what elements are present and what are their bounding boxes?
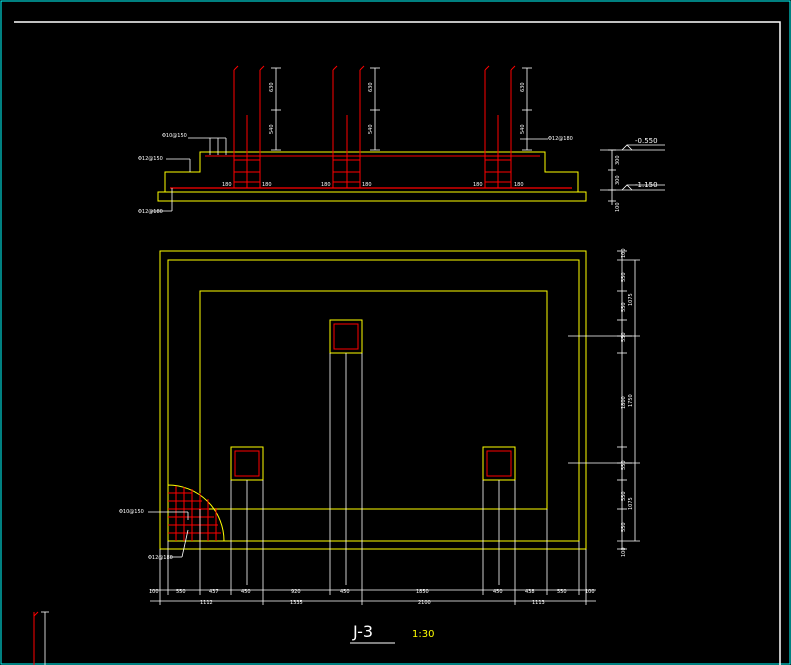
plan-bottom-dim-8: 450 <box>493 589 503 595</box>
plan-right-dim-4: 550 <box>621 332 627 342</box>
sheet-border-inner <box>14 21 781 665</box>
plan-bottom-total-4: 1113 <box>532 600 545 606</box>
left-leaders <box>150 137 227 212</box>
plan-view: Φ10@150 Φ12@180 100 550 550 550 1800 550… <box>119 248 640 606</box>
plan-right-dim-3: 550 <box>621 302 627 312</box>
right-dim-2: 300 <box>615 175 621 185</box>
plan-right-dim-7: 550 <box>621 491 627 501</box>
column-rebar-group-1 <box>233 65 265 188</box>
section-view: 630 540 630 540 630 540 180 180 180 180 … <box>138 65 665 215</box>
plan-right-total-1: 1075 <box>628 293 634 306</box>
corner-label-phi10: Φ10@150 <box>119 509 144 515</box>
column-plan-3-rebar <box>486 450 512 477</box>
plan-right-dim-2: 550 <box>621 272 627 282</box>
plan-bottom-dim-1: 100 <box>149 589 159 595</box>
plan-right-dim-5: 1800 <box>621 396 627 409</box>
plan-cover-outline <box>167 259 580 542</box>
column-plan-3 <box>482 446 516 481</box>
column-plan-1-rebar <box>333 323 359 350</box>
level-markers <box>600 144 665 205</box>
column-rebar-group-2 <box>332 65 365 188</box>
plan-bottom-dim-5: 920 <box>291 589 301 595</box>
right-dim-1: 300 <box>615 155 621 165</box>
label-phi12-180-left: Φ12@180 <box>138 209 163 215</box>
level-top: -0.550 <box>635 137 658 145</box>
right-dim-3: 100 <box>615 202 621 212</box>
column-dim-1b: 540 <box>269 124 275 134</box>
corner-rebar-mesh <box>167 484 225 542</box>
level-bottom: -1.150 <box>635 181 658 189</box>
plan-right-dim-9: 100 <box>621 547 627 557</box>
column-plan-2 <box>230 446 264 481</box>
bottom-dim-6: 180 <box>514 182 524 188</box>
right-dim-chain <box>617 250 640 550</box>
drawing-title: J-3 <box>352 622 373 641</box>
column-plan-1 <box>329 319 363 354</box>
plan-bottom-dim-4: 450 <box>241 589 251 595</box>
column-dim-lines <box>271 67 532 151</box>
plan-bottom-total-3: 2100 <box>418 600 431 606</box>
bottom-dim-3: 180 <box>321 182 331 188</box>
plan-bottom-dim-7: 1850 <box>416 589 429 595</box>
plan-bottom-dim-10: 550 <box>557 589 567 595</box>
plan-step-outline <box>199 290 548 510</box>
plan-right-dim-1: 100 <box>621 248 627 258</box>
drawing-scale: 1:30 <box>412 629 434 640</box>
label-phi12-150: Φ12@150 <box>138 156 163 162</box>
plan-right-total-2: 1750 <box>628 394 634 407</box>
adjacent-drawing-fragment <box>33 611 49 665</box>
column-dim-3a: 630 <box>520 82 526 92</box>
plan-right-dim-6: 550 <box>621 460 627 470</box>
plan-right-total-3: 1075 <box>628 497 634 510</box>
label-phi10-150: Φ10@150 <box>162 133 187 139</box>
plan-right-dim-8: 550 <box>621 522 627 532</box>
column-plan-2-rebar <box>234 450 260 477</box>
column-dim-3b: 540 <box>520 124 526 134</box>
bottom-dim-5: 180 <box>473 182 483 188</box>
plan-bottom-dim-9: 438 <box>525 589 535 595</box>
bottom-extension-lines <box>150 353 596 605</box>
plan-bottom-dim-3: 437 <box>209 589 219 595</box>
corner-leaders <box>148 511 189 558</box>
plan-bottom-total-1: 1112 <box>200 600 213 606</box>
corner-label-phi12: Φ12@180 <box>148 555 173 561</box>
blinding-layer <box>157 191 587 202</box>
bottom-dim-4: 180 <box>362 182 372 188</box>
column-dim-2b: 540 <box>368 124 374 134</box>
column-rebar-group-3 <box>484 65 516 188</box>
plan-outer-outline <box>159 250 587 550</box>
column-dim-2a: 630 <box>368 82 374 92</box>
plan-bottom-total-2: 1335 <box>290 600 303 606</box>
plan-bottom-dim-2: 550 <box>176 589 186 595</box>
footing-section-outline <box>164 151 579 192</box>
label-phi12-180-right: Φ12@180 <box>548 136 573 142</box>
bottom-dim-1: 180 <box>222 182 232 188</box>
plan-bottom-dim-11: 100 <box>585 589 595 595</box>
bottom-dim-2: 180 <box>262 182 272 188</box>
column-dim-1a: 630 <box>269 82 275 92</box>
plan-bottom-dim-6: 450 <box>340 589 350 595</box>
